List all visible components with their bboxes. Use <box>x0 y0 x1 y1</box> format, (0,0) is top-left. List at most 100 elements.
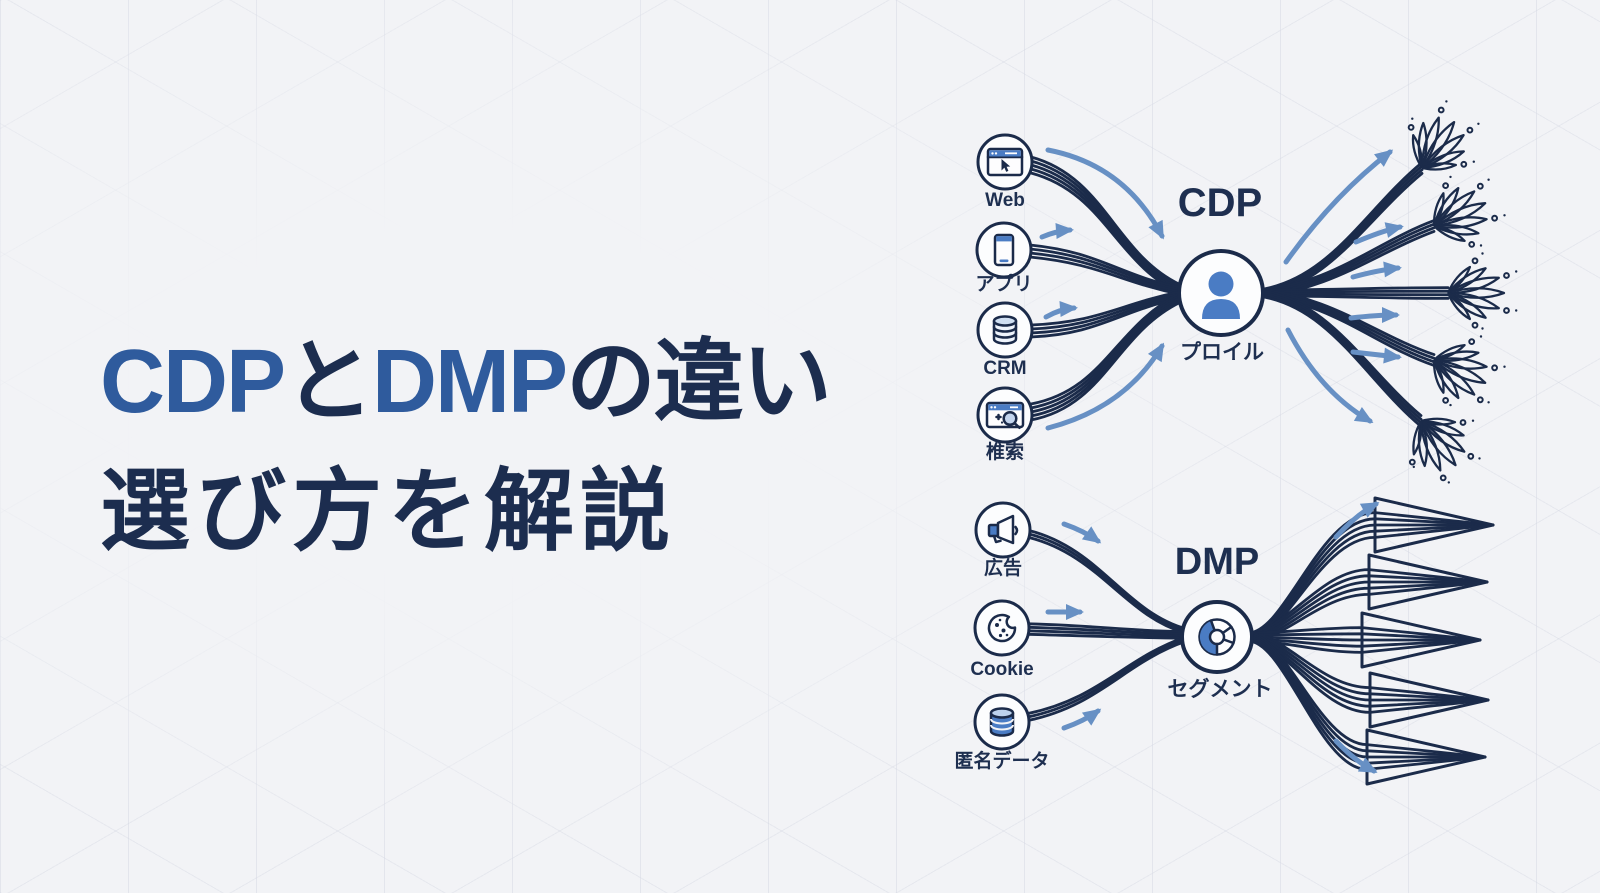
labels-layer: CDP プロイル Web アプリ CRM 椎索 DMP セグメント 広告 Coo… <box>954 181 1272 772</box>
flower-petal <box>1447 276 1500 295</box>
flower-bud <box>1468 241 1476 248</box>
cdp-in-line <box>1029 292 1182 406</box>
dmp-output-arrow-bottom <box>1333 738 1378 774</box>
dmp-input-arrow-anon <box>1061 708 1102 731</box>
flower-dot <box>1449 403 1452 407</box>
cdp-in-line <box>1029 294 1182 410</box>
flower-petal <box>1433 202 1487 228</box>
flower-petal <box>1421 133 1465 170</box>
flower-petal <box>1419 420 1442 472</box>
dmp-in-line <box>1027 532 1188 633</box>
flower-petal <box>1420 417 1457 426</box>
flower-bud <box>1476 182 1484 190</box>
flower-bud <box>1503 272 1510 279</box>
flower-dot <box>1487 178 1490 181</box>
title-word-to: と <box>284 332 374 432</box>
dmp-in-line <box>1026 622 1188 634</box>
dmp-out-line <box>1246 633 1487 759</box>
cdp-output-arrow-6 <box>1285 327 1374 424</box>
dmp-in-line <box>1027 536 1188 635</box>
flower-bud <box>1491 364 1498 372</box>
flower-petal <box>1421 150 1465 170</box>
dmp-in-line <box>1026 635 1188 715</box>
cookie-source-node <box>973 599 1031 657</box>
flower-bud <box>1466 126 1474 134</box>
flower-petal <box>1447 287 1506 299</box>
cdp-output-arrow-2 <box>1353 222 1404 245</box>
dmp-arrowhead <box>1360 611 1482 669</box>
flower-bud <box>1460 160 1468 168</box>
dmp-in-line <box>1026 629 1188 638</box>
flower-dot <box>1481 252 1484 255</box>
flower-petal <box>1419 420 1457 467</box>
flower-petal <box>1421 162 1458 171</box>
dmp-input-arrow-ad <box>1061 521 1102 544</box>
dmp-in-line <box>1027 529 1188 631</box>
cdp-input-arrow-crm <box>1043 301 1078 320</box>
main-title: CDPとDMPの違い 選び方を解説 <box>100 318 832 577</box>
title-line-1: CDPとDMPの違い <box>100 318 832 448</box>
flower-bud <box>1439 474 1447 482</box>
flower-dot <box>1477 122 1480 126</box>
crm-label: CRM <box>983 358 1026 379</box>
flower-petal <box>1433 358 1476 396</box>
dmp-out-line <box>1246 568 1489 635</box>
flower-dot <box>1503 365 1506 368</box>
flower-petal <box>1432 359 1445 394</box>
cdp-in-line <box>1028 243 1182 290</box>
flower-petal <box>1411 134 1424 169</box>
megaphone-icon <box>987 514 1019 545</box>
flower-dot <box>1515 270 1518 273</box>
flower-petal <box>1433 216 1488 229</box>
browser-search-icon <box>985 401 1025 430</box>
flower-petal <box>1432 192 1445 227</box>
cdp-in-line <box>1029 298 1182 418</box>
flower-petal <box>1433 350 1480 363</box>
cdp-in-line <box>1029 296 1182 414</box>
dmp-arrowhead <box>1365 728 1487 786</box>
dmp-out-line <box>1246 631 1487 759</box>
flower-dot <box>1449 175 1452 179</box>
dmp-arrowhead <box>1373 496 1495 554</box>
cdp-in-line <box>1029 292 1182 331</box>
dmp-arrowhead <box>1367 553 1489 611</box>
cdp-output-arrow-5 <box>1350 347 1402 364</box>
flower-dot <box>1447 481 1451 484</box>
flower-petal <box>1433 223 1480 236</box>
search-source-node <box>976 386 1034 444</box>
cdp-in-line <box>1029 290 1182 327</box>
flower-bud <box>1467 452 1475 460</box>
cdp-in-line <box>1028 247 1182 292</box>
cdp-hub-label: プロイル <box>1180 341 1264 364</box>
cdp-out-line <box>1256 286 1450 292</box>
flower-petal <box>1447 291 1487 319</box>
cdp-in-line <box>1029 296 1182 339</box>
flower-bud <box>1471 257 1479 265</box>
cdp-in-line <box>1029 171 1182 295</box>
flower-dot <box>1515 309 1518 312</box>
flower-petal <box>1432 359 1460 400</box>
cdp-in-line <box>1029 163 1182 291</box>
cookie-icon <box>987 613 1017 643</box>
flower-petal <box>1420 419 1465 437</box>
title-word-chigai: の違い <box>566 332 832 432</box>
ad-label: 広告 <box>984 556 1022 579</box>
flower-petal <box>1412 420 1423 456</box>
search-label: 椎索 <box>986 440 1024 463</box>
cdp-in-line <box>1029 159 1182 289</box>
dmp-out-line <box>1246 626 1482 642</box>
cdp-hub-node <box>1177 249 1265 337</box>
crm-source-node <box>976 301 1034 359</box>
flower-dot <box>1481 327 1484 330</box>
flower-dot <box>1479 244 1483 247</box>
cdp-out-line <box>1256 289 1450 294</box>
cdp-in-line <box>1029 294 1182 335</box>
smartphone-icon <box>993 233 1015 267</box>
flower-petal <box>1447 267 1487 295</box>
flower-petal <box>1446 292 1472 321</box>
flower-bud <box>1442 397 1449 404</box>
cdp-output-arrow-4 <box>1348 307 1400 324</box>
cdp-out-line <box>1256 219 1436 292</box>
